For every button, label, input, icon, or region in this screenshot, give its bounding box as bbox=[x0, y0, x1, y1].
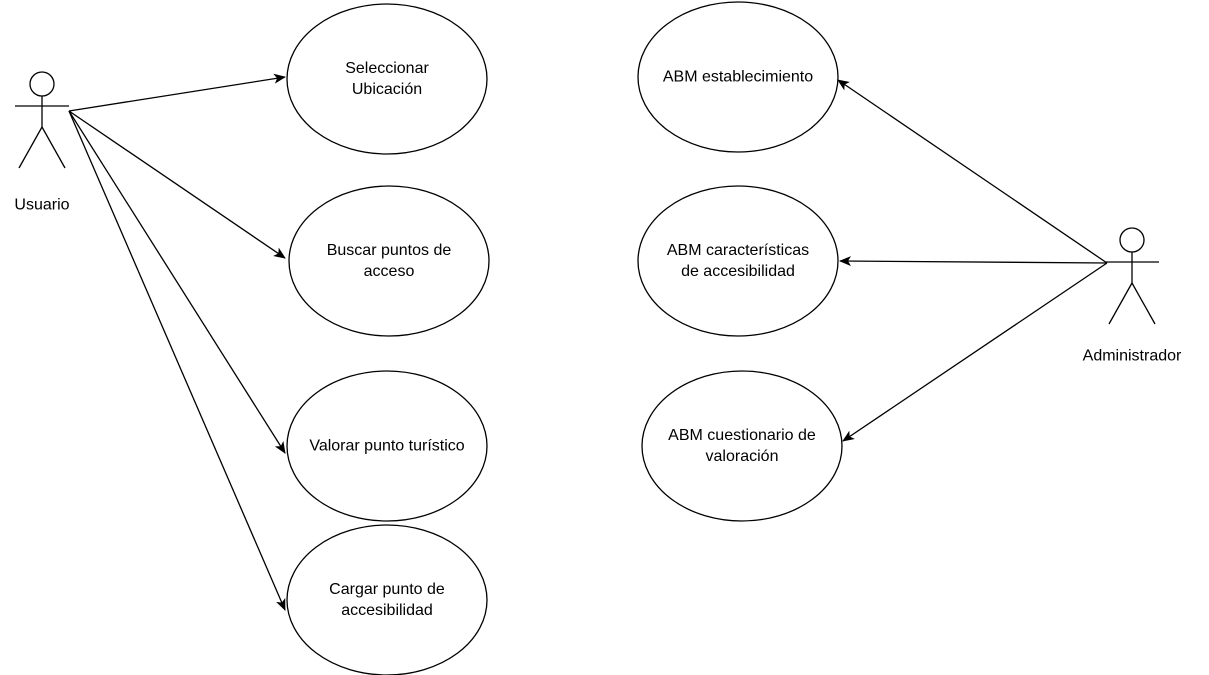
actor-administrador: Administrador bbox=[1083, 227, 1182, 365]
actor-label: Administrador bbox=[1083, 348, 1182, 365]
association-usuario-to-seleccionar bbox=[68, 73, 286, 112]
use-case-label: Cargar punto de bbox=[329, 581, 445, 598]
association-administrador-to-abm-cuestionario bbox=[842, 262, 1108, 442]
associations bbox=[68, 73, 1108, 611]
association-administrador-to-abm-establecimiento bbox=[837, 79, 1108, 264]
actor-right-leg bbox=[41, 126, 66, 169]
use-case-abm-caracteristicas[interactable]: ABM características de accesibilidad bbox=[637, 185, 839, 337]
use-case-label: ABM cuestionario de bbox=[668, 427, 816, 444]
use-case-cargar[interactable]: Cargar punto de accesibilidad bbox=[286, 524, 488, 675]
use-case-buscar[interactable]: Buscar puntos de acceso bbox=[288, 185, 490, 337]
use-case-label: accesibilidad bbox=[341, 602, 433, 619]
actor-left-leg bbox=[1108, 282, 1133, 325]
use-case-ellipse bbox=[286, 524, 488, 675]
use-case-label: ABM establecimiento bbox=[663, 69, 813, 86]
use-case-ellipse bbox=[286, 370, 488, 522]
actor-head bbox=[1119, 227, 1145, 253]
association-usuario-to-valorar bbox=[68, 110, 286, 454]
use-case-label: Valorar punto turístico bbox=[309, 438, 464, 455]
association-administrador-to-abm-caracteristicas bbox=[839, 256, 1108, 267]
use-case-ellipse bbox=[288, 185, 490, 337]
use-case-label: ABM características bbox=[667, 242, 809, 259]
actor-left-leg bbox=[18, 126, 43, 169]
use-case-label: Seleccionar bbox=[345, 60, 429, 77]
actor-label: Usuario bbox=[14, 197, 69, 214]
use-case-ellipse bbox=[637, 185, 839, 337]
use-case-valorar[interactable]: Valorar punto turístico bbox=[286, 370, 488, 522]
use-case-label: valoración bbox=[706, 448, 779, 465]
association-usuario-to-cargar bbox=[68, 110, 286, 611]
actor-head bbox=[29, 71, 55, 97]
association-usuario-to-buscar bbox=[68, 110, 286, 259]
use-case-label: Ubicación bbox=[352, 81, 422, 98]
use-case-label: de accesibilidad bbox=[681, 263, 795, 280]
actor-usuario: Usuario bbox=[14, 71, 70, 214]
actor-right-leg bbox=[1131, 282, 1156, 325]
use-case-ellipse bbox=[641, 370, 843, 522]
use-case-label: Buscar puntos de bbox=[327, 242, 452, 259]
use-case-label: acceso bbox=[364, 263, 415, 280]
use-case-abm-cuestionario[interactable]: ABM cuestionario de valoración bbox=[641, 370, 843, 522]
use-case-ellipse bbox=[286, 3, 488, 155]
use-case-ellipse bbox=[637, 1, 839, 153]
use-case-abm-establecimiento[interactable]: ABM establecimiento bbox=[637, 1, 839, 153]
